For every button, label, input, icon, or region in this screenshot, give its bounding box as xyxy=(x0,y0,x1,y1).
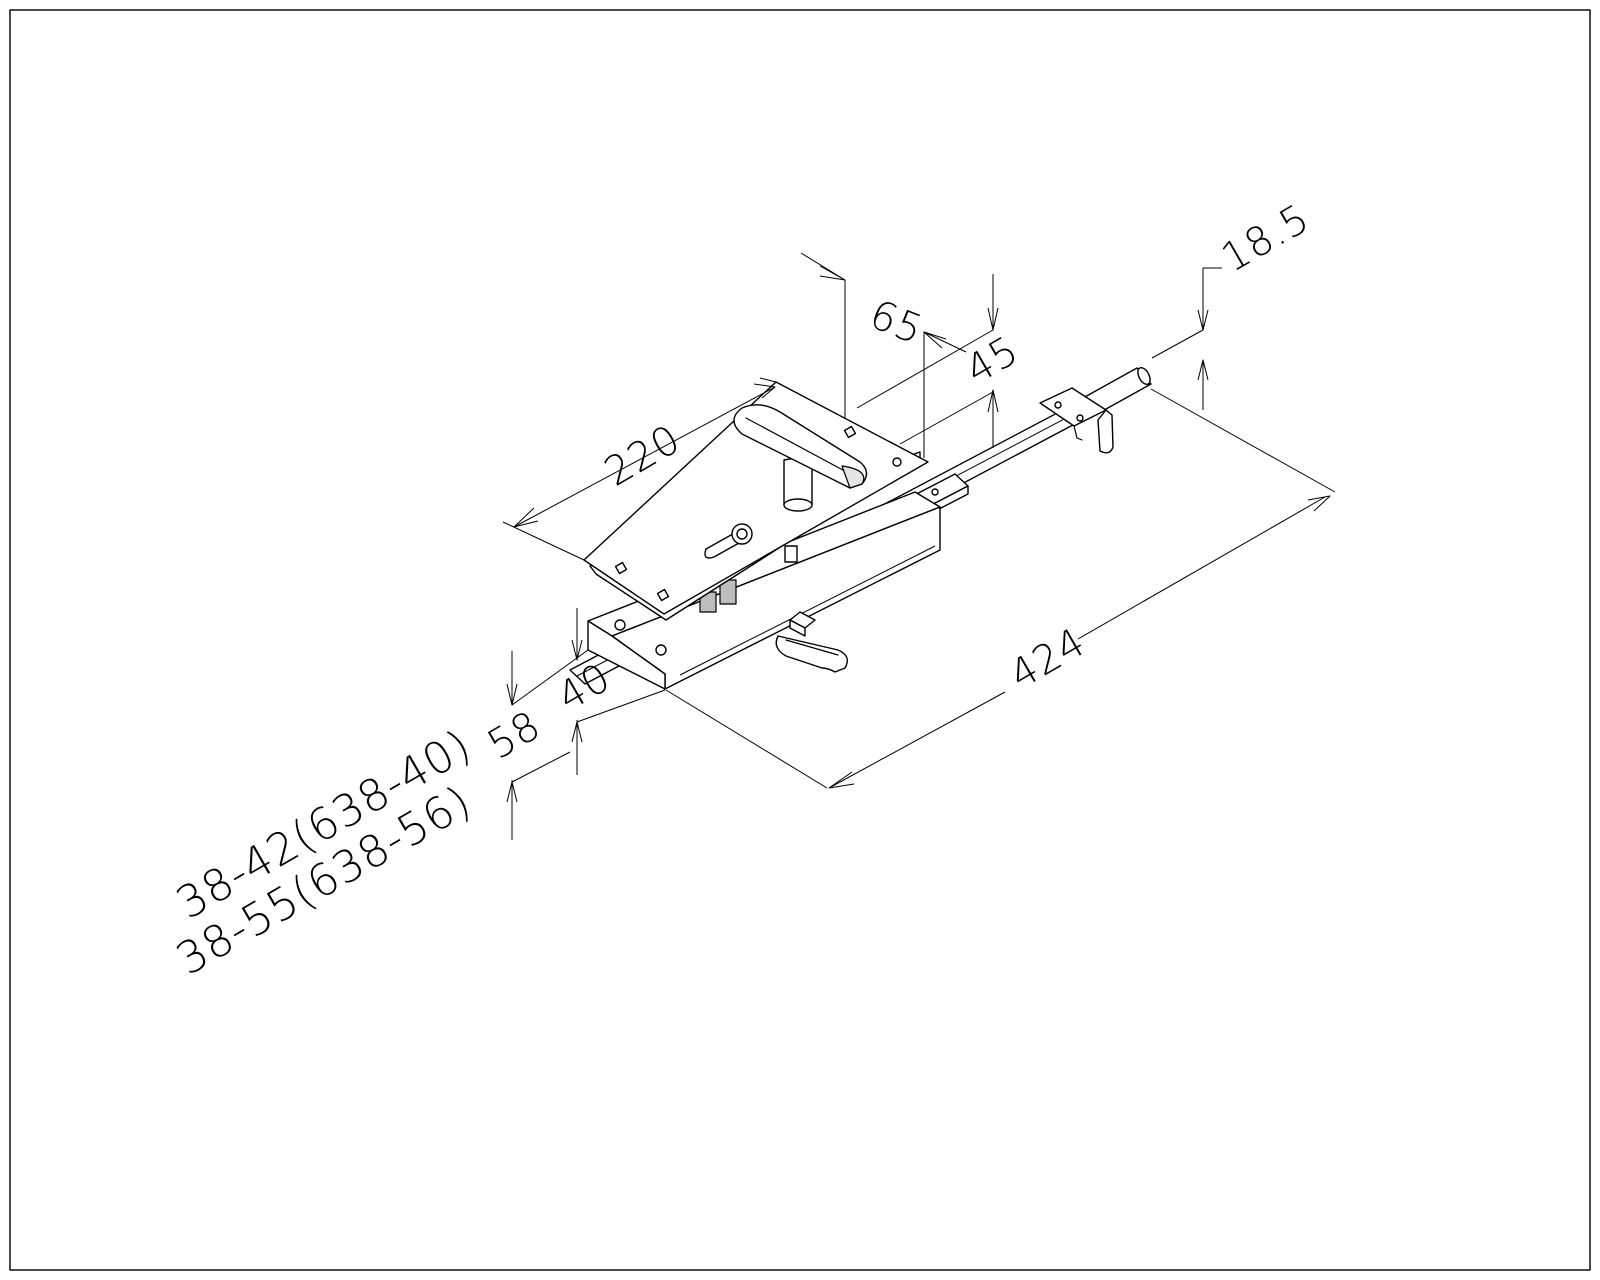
drawing-frame xyxy=(9,9,1591,1271)
dim-58-text: 58 xyxy=(480,702,549,768)
case-bolt xyxy=(789,611,816,637)
spindle-posts xyxy=(699,545,798,613)
lower-lever xyxy=(775,635,848,673)
dim-18-5-text: 18.5 xyxy=(1214,195,1318,281)
dim-18-5 xyxy=(1151,267,1222,410)
face-plate xyxy=(583,381,929,621)
dim-65-text: 65 xyxy=(863,292,929,354)
dim-65 xyxy=(800,252,967,458)
dim-45 xyxy=(856,274,999,448)
t-handle xyxy=(733,404,868,512)
dim-424 xyxy=(665,388,1336,789)
rod-end-tube xyxy=(1082,367,1152,415)
dim-424-text: 424 xyxy=(1002,619,1094,699)
dim-58-40 xyxy=(506,608,666,840)
dim-45-text: 45 xyxy=(958,327,1027,393)
key-cylinder xyxy=(704,523,753,559)
dim-220 xyxy=(502,377,777,561)
rod-bracket xyxy=(1039,387,1114,454)
